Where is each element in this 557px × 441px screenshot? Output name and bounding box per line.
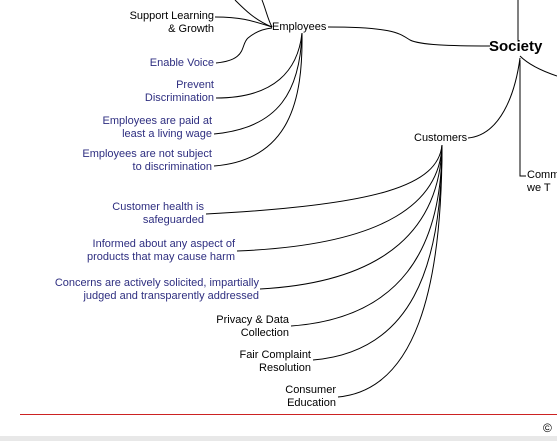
leaf-privacy-data[interactable]: Privacy & Data Collection — [216, 314, 289, 339]
connector-cust-health — [205, 144, 443, 215]
page-divider — [20, 414, 557, 415]
node-communities-partial[interactable]: Comm we T — [527, 169, 557, 194]
leaf-not-subject-discrimination[interactable]: Employees are not subject to discriminat… — [82, 148, 212, 173]
leaf-support-learning[interactable]: Support Learning & Growth — [129, 10, 214, 35]
leaf-consumer-education[interactable]: Consumer Education — [285, 384, 336, 409]
leaf-informed-harm[interactable]: Informed about any aspect of products th… — [87, 238, 235, 263]
leaf-prevent-discrimination[interactable]: Prevent Discrimination — [144, 79, 214, 104]
connector-emp-discrimination — [215, 32, 303, 99]
connector-cust-concerns — [259, 144, 443, 290]
leaf-customer-health[interactable]: Customer health is safeguarded — [112, 201, 204, 226]
node-society[interactable]: Society — [489, 38, 543, 55]
connector-emp-wage — [213, 32, 303, 135]
connector-society-customers — [467, 57, 521, 139]
node-customers[interactable]: Customers — [414, 132, 468, 144]
connector-emp-learning-top — [234, 0, 273, 28]
leaf-concerns-solicited[interactable]: Concerns are actively solicited, imparti… — [54, 277, 259, 302]
connector-cust-informed — [236, 144, 443, 252]
connector-emp-learning — [214, 16, 273, 28]
connector-emp-notsubject — [213, 32, 303, 167]
node-employees[interactable]: Employees — [272, 21, 327, 33]
connector-cust-education — [337, 144, 443, 398]
leaf-enable-voice[interactable]: Enable Voice — [149, 57, 214, 69]
connector-society-communities — [519, 60, 526, 177]
connector-employees-society — [327, 26, 491, 47]
connector-emp-learning-top2 — [261, 0, 273, 28]
connector-cust-complaint — [312, 144, 443, 361]
copyright-symbol: © — [543, 421, 552, 435]
bottom-scroll-strip — [0, 436, 557, 441]
leaf-fair-complaint[interactable]: Fair Complaint Resolution — [239, 349, 311, 374]
connector-society-right — [519, 55, 557, 77]
connector-cust-privacy — [290, 144, 443, 327]
leaf-living-wage[interactable]: Employees are paid at least a living wag… — [102, 115, 212, 140]
connector-emp-voice — [215, 27, 273, 64]
